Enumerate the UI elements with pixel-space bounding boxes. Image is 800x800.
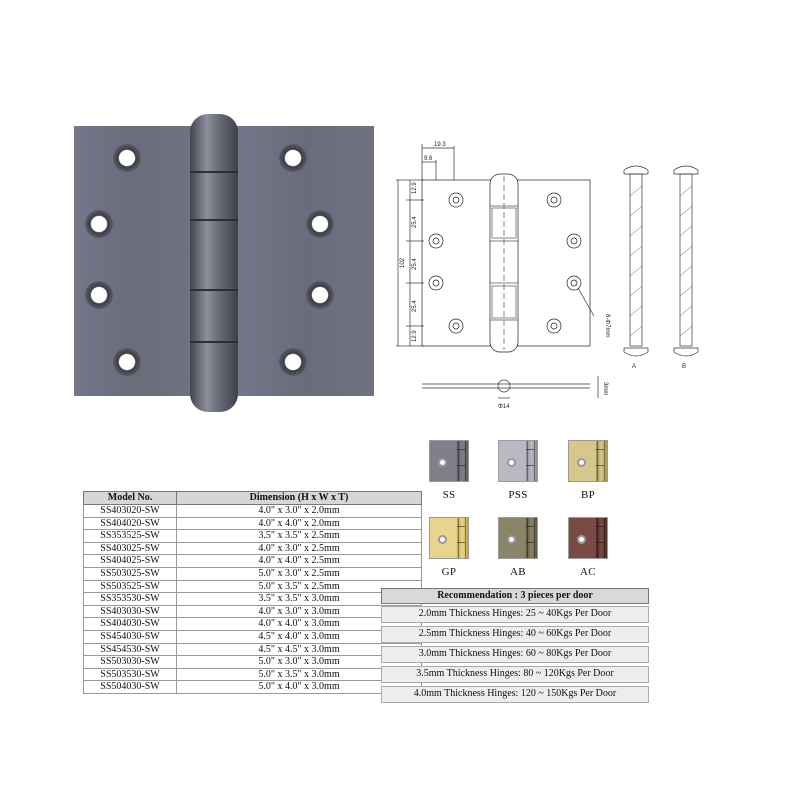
recommendation-row: 2.5mm Thickness Hinges: 40 ~ 60Kgs Per D… [381,626,649,643]
model-number-cell: SS454030-SW [83,629,177,644]
finish-ac: AC [563,517,613,578]
finish-bp: BP [563,440,613,501]
finish-swatch [429,517,469,559]
dim-thickness: 3mm [602,382,608,395]
model-number-cell: SS353525-SW [83,529,177,543]
table-header-row: Model No. Dimension (H x W x T) [83,491,422,505]
model-number-cell: SS504030-SW [83,680,177,694]
screw-hole [279,144,307,172]
hinge-photo [74,114,374,412]
header-model-no: Model No. [83,491,177,505]
model-number-cell: SS404025-SW [83,554,177,568]
hinge-right-leaf [236,126,374,396]
pin-label-a: A [632,364,636,370]
dim-small-width: 9.6 [424,156,433,162]
dimension-cell: 4.0" x 3.0" x 2.5mm [176,541,422,556]
dimension-cell: 5.0" x 3.0" x 2.5mm [176,566,422,581]
screw-hole [306,210,334,238]
dim-seg-a: 12.9 [412,182,418,194]
finish-ss: SS [424,440,474,501]
finish-label: AB [510,566,526,578]
screw-hole [113,348,141,376]
finish-label: GP [441,566,457,578]
screw-hole [279,348,307,376]
dimension-cell: 4.0" x 3.0" x 2.0mm [176,504,422,518]
finish-ab: AB [493,517,543,578]
finish-swatch [568,440,608,482]
screw-hole [113,144,141,172]
finish-label: AC [580,566,596,578]
finish-label: BP [580,489,596,501]
model-number-cell: SS403020-SW [83,504,177,518]
technical-drawing: 19.3 9.6 12.9 25.4 102 25.4 25.4 12.9 [396,142,699,410]
header-dimension: Dimension (H x W x T) [176,491,422,505]
model-number-cell: SS403025-SW [83,541,177,556]
model-number-cell: SS404020-SW [83,516,177,531]
hinge-knuckle [190,114,238,412]
dim-diameter: Φ14 [498,404,510,410]
dim-holes: 8-Φ7mm [604,314,610,337]
recommendation-row: 3.5mm Thickness Hinges: 80 ~ 120Kgs Per … [381,666,649,683]
pin-label-b: B [682,364,686,370]
model-number-cell: SS353530-SW [83,592,177,606]
dimension-cell: 4.0" x 4.0" x 2.5mm [176,554,422,568]
model-number-cell: SS503525-SW [83,579,177,594]
dim-seg-d: 25.4 [412,300,418,312]
screw-hole [306,281,334,309]
model-number-cell: SS503025-SW [83,566,177,581]
dim-top-width: 19.3 [434,142,446,148]
model-number-cell: SS404030-SW [83,617,177,631]
recommendation-panel: Recommendation : 3 pieces per door 2.0mm… [381,588,649,706]
dim-seg-e: 12.9 [412,330,418,342]
recommendation-row: 3.0mm Thickness Hinges: 60 ~ 80Kgs Per D… [381,646,649,663]
dimension-cell: 3.5" x 3.5" x 2.5mm [176,529,422,543]
screw-hole [85,210,113,238]
finish-label: PSS [508,489,528,501]
model-number-cell: SS454530-SW [83,642,177,657]
finish-swatch [498,517,538,559]
recommendation-title: Recommendation : 3 pieces per door [381,588,649,604]
finish-swatch [568,517,608,559]
dim-overall: 102 [400,257,406,268]
finish-pss: PSS [493,440,543,501]
finish-label: SS [442,489,456,501]
finish-swatch [498,440,538,482]
dim-seg-b: 25.4 [412,216,418,228]
finish-swatch [429,440,469,482]
recommendation-row: 2.0mm Thickness Hinges: 25 ~ 40Kgs Per D… [381,606,649,623]
dim-seg-c: 25.4 [412,258,418,270]
screw-hole [85,281,113,309]
model-number-cell: SS503530-SW [83,667,177,682]
model-number-cell: SS403030-SW [83,604,177,619]
model-table: Model No. Dimension (H x W x T) SS403020… [83,491,422,694]
model-number-cell: SS503030-SW [83,655,177,669]
recommendation-row: 4.0mm Thickness Hinges: 120 ~ 150Kgs Per… [381,686,649,703]
dimension-cell: 4.0" x 4.0" x 2.0mm [176,516,422,531]
finish-gp: GP [424,517,474,578]
